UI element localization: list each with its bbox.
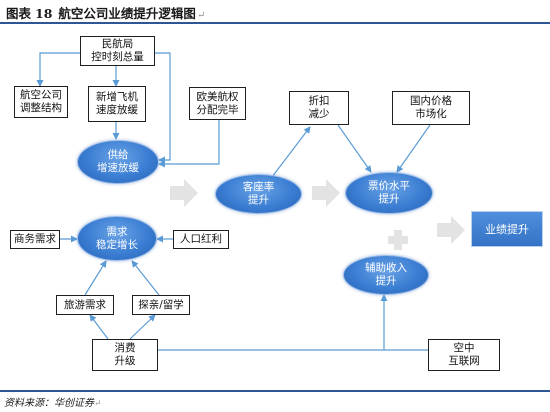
connector-consumption-to-travel bbox=[89, 314, 109, 340]
connector-discount-to-fare bbox=[337, 124, 372, 173]
box-consumption-upgrade: 消费 升级 bbox=[92, 339, 158, 371]
oval-load-factor: 客座率 提升 bbox=[215, 174, 302, 214]
connector-caac-to-restructure bbox=[36, 52, 80, 87]
title-return-mark: ↵ bbox=[196, 10, 206, 21]
flow-arrow-3 bbox=[437, 216, 465, 244]
connector-load-to-discount bbox=[271, 126, 311, 178]
figure-title-text: 航空公司业绩提升逻辑图 bbox=[58, 6, 196, 21]
box-eu-us-rights: 欧美航权 分配完毕 bbox=[189, 87, 246, 120]
oval-ancillary-revenue: 辅助收入 提升 bbox=[343, 255, 429, 295]
box-travel-demand: 旅游需求 bbox=[56, 295, 114, 315]
figure-number: 18 bbox=[35, 6, 53, 21]
box-population-dividend: 人口红利 bbox=[173, 230, 229, 249]
connector-rights-to-supply bbox=[158, 120, 220, 168]
connector-price-to-fare bbox=[396, 124, 431, 173]
oval-demand-growth: 需求 稳定增长 bbox=[77, 216, 157, 261]
result-performance-improvement: 业绩提升 bbox=[471, 211, 543, 247]
box-discount: 折扣 减少 bbox=[289, 91, 349, 125]
box-inflight-internet: 空中 互联网 bbox=[428, 339, 500, 371]
source-text: 资料来源：华创证券 bbox=[4, 398, 94, 409]
box-new-aircraft: 新增飞机 速度放缓 bbox=[88, 86, 146, 122]
box-airline-restructure: 航空公司 调整结构 bbox=[14, 86, 68, 118]
box-caac: 民航局 控时刻总量 bbox=[80, 36, 155, 66]
top-rule bbox=[0, 22, 550, 24]
box-business-demand: 商务需求 bbox=[10, 230, 60, 249]
bottom-rule bbox=[0, 390, 550, 392]
flow-arrow-2 bbox=[312, 179, 340, 207]
oval-supply-growth: 供给 增速放缓 bbox=[77, 140, 159, 184]
connector-travel-to-demand bbox=[84, 260, 107, 296]
box-domestic-price: 国内价格 市场化 bbox=[392, 91, 470, 125]
source-return-mark: ↵ bbox=[94, 399, 102, 409]
box-visit-study: 探亲/留学 bbox=[132, 295, 190, 315]
oval-fare-level: 票价水平 提升 bbox=[345, 172, 433, 214]
figure-label: 图表 bbox=[6, 6, 32, 21]
connector-consumption-to-ancillary bbox=[158, 294, 388, 351]
source-note: 资料来源：华创证券↵ bbox=[4, 394, 102, 409]
flow-arrow-1 bbox=[170, 179, 198, 207]
plus-sign bbox=[388, 230, 408, 250]
connector-caac-to-supply bbox=[155, 52, 171, 164]
connector-consumption-to-visit bbox=[129, 314, 156, 340]
connector-visit-to-demand bbox=[131, 260, 160, 296]
